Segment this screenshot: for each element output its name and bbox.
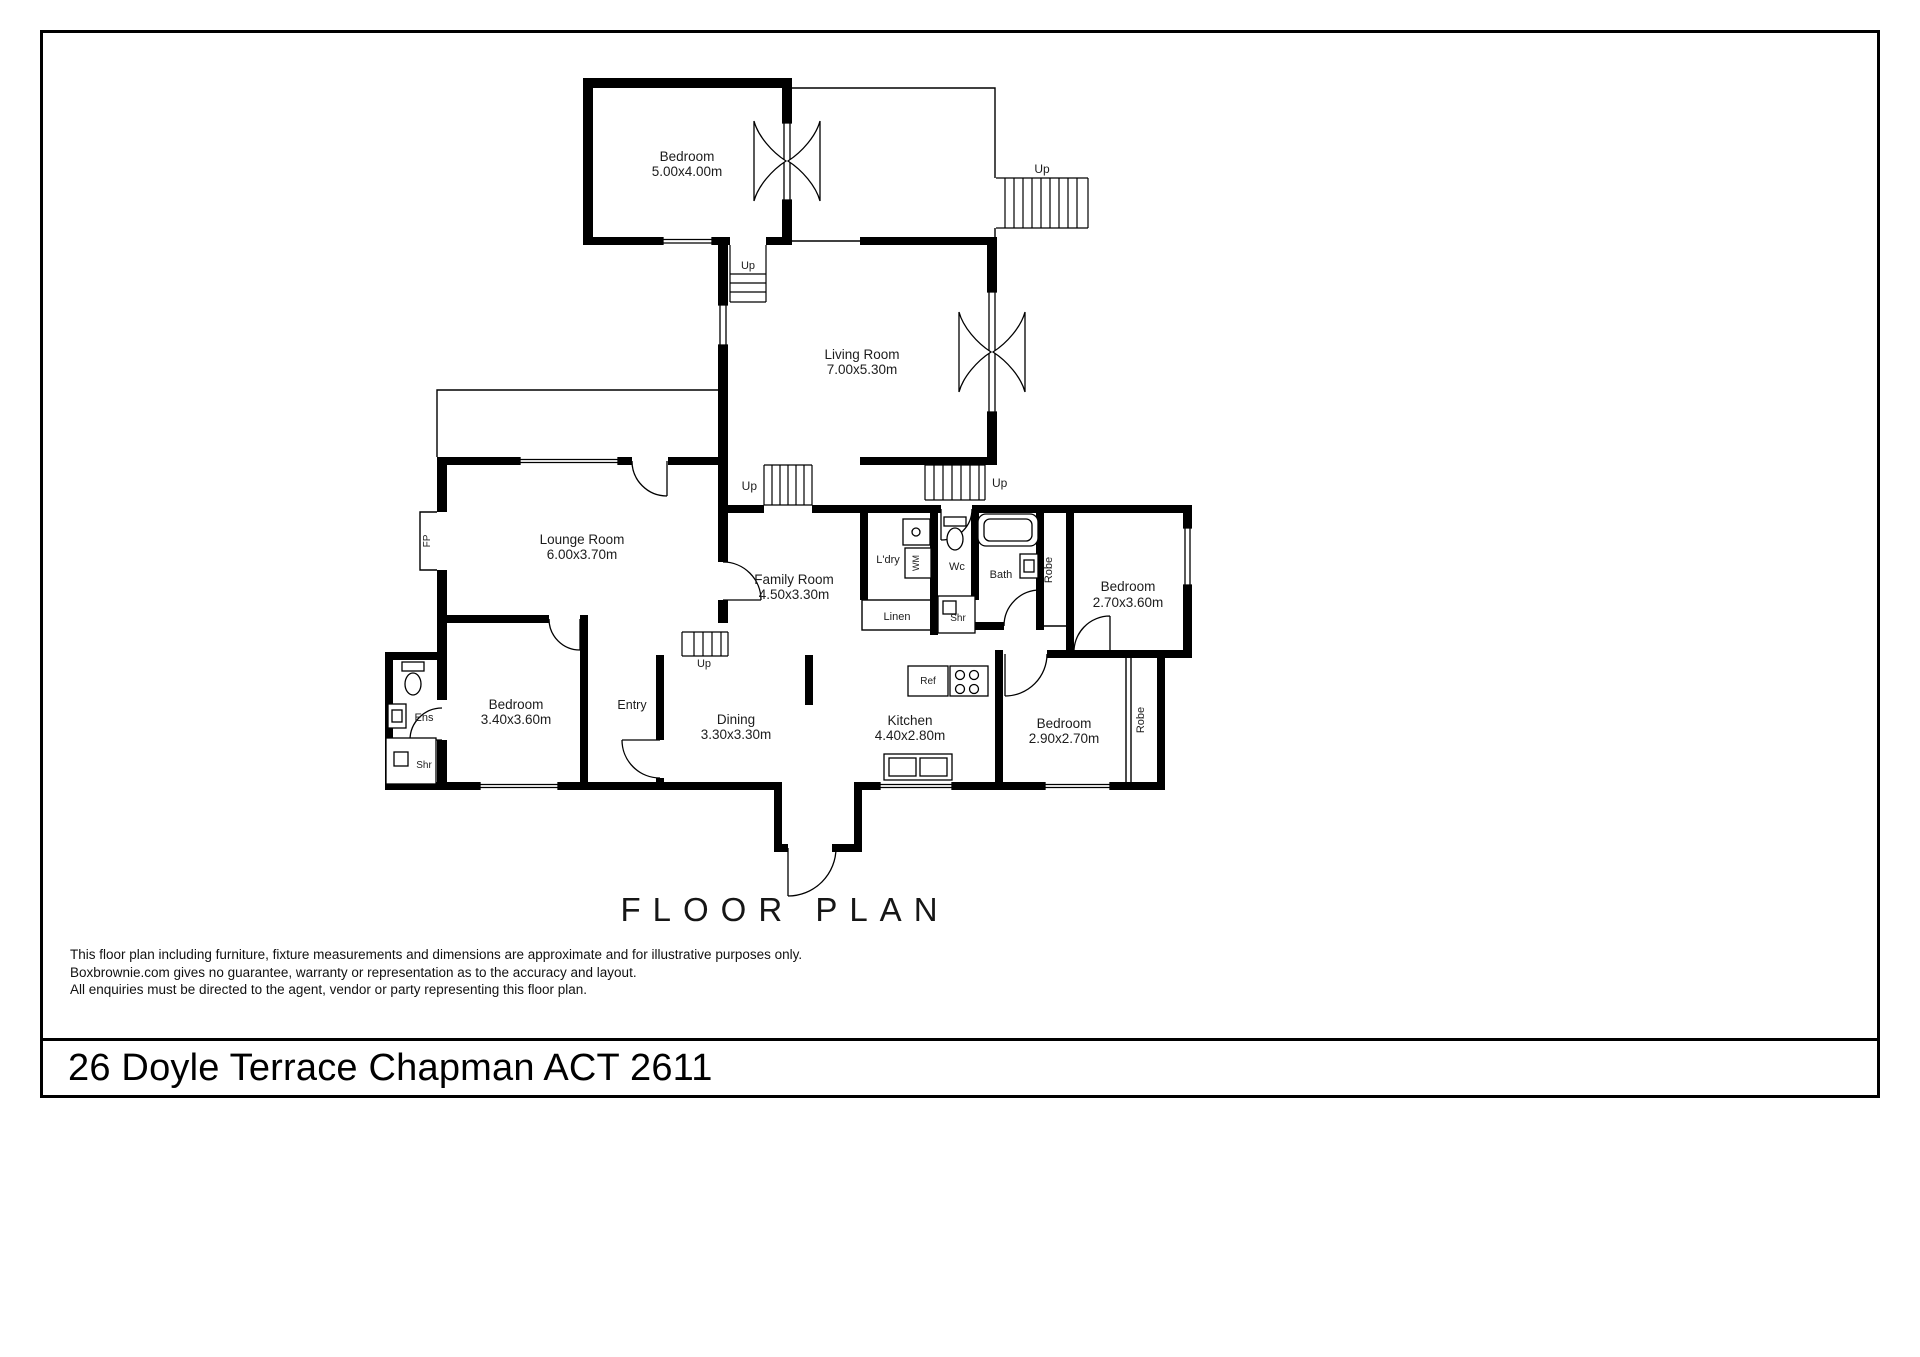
room-label-bedroom-top-name: Bedroom: [660, 149, 715, 164]
washing-machine-icon: [904, 547, 932, 579]
label-up-stairs-bedroom: Up: [741, 260, 755, 272]
up-labels: Up Up Up Up Up: [697, 162, 1050, 670]
stove-icon: [949, 665, 989, 697]
room-label-family-name: Family Room: [754, 572, 834, 587]
label-up-stairs-dining: Up: [697, 658, 711, 670]
room-label-living-name: Living Room: [824, 347, 899, 362]
label-up-stairs-top-right: Up: [1034, 162, 1050, 176]
stairs-top-right: [996, 177, 1089, 229]
door-bedroom-right: [1073, 615, 1111, 655]
room-label-kitchen-name: Kitchen: [887, 713, 932, 728]
door-front-porch: [787, 847, 837, 897]
room-label-dining-name: Dining: [717, 712, 755, 727]
laundry-tub-icon: [902, 518, 931, 546]
plan-title: FLOOR PLAN: [620, 891, 950, 928]
shower-icon-hall: [937, 595, 976, 634]
stairs-living-left: [763, 464, 813, 506]
door-bath: [1003, 589, 1041, 627]
fireplace-outline: [419, 511, 437, 571]
room-label-bedroom-right-name: Bedroom: [1101, 579, 1156, 594]
address-bar: 26 Doyle Terrace Chapman ACT 2611: [40, 1038, 1880, 1098]
room-label-family-dims: 4.50x3.30m: [759, 587, 830, 602]
vanity-icon-ensuite: [387, 703, 407, 729]
disclaimer-line: Boxbrownie.com gives no guarantee, warra…: [70, 964, 637, 980]
shower-icon-ensuite: [385, 737, 437, 785]
stairs-dining: [681, 631, 729, 657]
patio-outline: [436, 389, 718, 457]
toilet-icon-wc: [943, 516, 967, 551]
room-label-bedroom-bottom-name: Bedroom: [1037, 716, 1092, 731]
bathtub-icon: [977, 513, 1039, 547]
room-label-bedroom-right-dims: 2.70x3.60m: [1093, 595, 1164, 610]
room-label-kitchen-dims: 4.40x2.80m: [875, 728, 946, 743]
address-text: 26 Doyle Terrace Chapman ACT 2611: [68, 1046, 713, 1089]
toilet-icon-ensuite: [401, 661, 425, 696]
vanity-icon-bath: [1019, 553, 1039, 579]
room-label-bedroom-left-dims: 3.40x3.60m: [481, 712, 552, 727]
room-label-bedroom-left-name: Bedroom: [489, 697, 544, 712]
label-up-stairs-living-left: Up: [742, 479, 758, 493]
label-laundry: L'dry: [876, 554, 900, 566]
room-label-entry: Entry: [617, 698, 647, 712]
room-label-dining-dims: 3.30x3.30m: [701, 727, 772, 742]
label-robe-right: Robe: [1043, 557, 1055, 583]
label-ens: Ens: [415, 712, 434, 724]
fridge-icon: [907, 665, 949, 697]
label-robe-bottom: Robe: [1135, 707, 1147, 733]
door-bedroom-bottom: [1004, 653, 1048, 697]
room-label-lounge-name: Lounge Room: [540, 532, 625, 547]
door-family-room: [722, 561, 762, 601]
doors: [409, 460, 1111, 897]
stairs-living-right: [924, 464, 986, 501]
room-labels: Bedroom 5.00x4.00m Living Room 7.00x5.30…: [481, 149, 1164, 746]
small-labels: L'dry Wc Bath Linen Ens Shr Shr Ref Robe…: [415, 534, 1147, 771]
door-lounge-patio: [631, 460, 668, 497]
label-up-stairs-living-right: Up: [992, 476, 1008, 490]
label-ref: Ref: [920, 676, 936, 687]
label-bath: Bath: [990, 569, 1013, 581]
room-label-lounge-dims: 6.00x3.70m: [547, 547, 618, 562]
window-fan-icons: [753, 120, 1026, 393]
door-wc: [940, 508, 973, 541]
door-bedroom-left: [548, 618, 581, 651]
room-label-living-dims: 7.00x5.30m: [827, 362, 898, 377]
thin-outlines: [419, 87, 1132, 782]
disclaimer-line: This floor plan including furniture, fix…: [70, 947, 803, 962]
label-fireplace: FP: [422, 534, 433, 547]
label-linen: Linen: [884, 611, 911, 623]
label-shr-ensuite: Shr: [416, 760, 432, 771]
room-label-bedroom-top-dims: 5.00x4.00m: [652, 164, 723, 179]
robe-sliding-doors: [1125, 658, 1132, 782]
disclaimer-block: This floor plan including furniture, fix…: [70, 946, 802, 999]
disclaimer-line: All enquiries must be directed to the ag…: [70, 982, 588, 997]
stairs-bedroom-landing: [729, 245, 767, 303]
door-entry-dining: [621, 739, 661, 779]
linen-cupboard: [861, 599, 933, 631]
room-label-bedroom-bottom-dims: 2.90x2.70m: [1029, 731, 1100, 746]
label-shr-hall: Shr: [950, 613, 966, 624]
kitchen-sink-icon: [883, 753, 953, 781]
deck-outline: [792, 87, 996, 242]
fixtures: [385, 513, 1039, 785]
label-washing-machine: WM: [911, 555, 921, 571]
label-wc: Wc: [949, 561, 965, 573]
